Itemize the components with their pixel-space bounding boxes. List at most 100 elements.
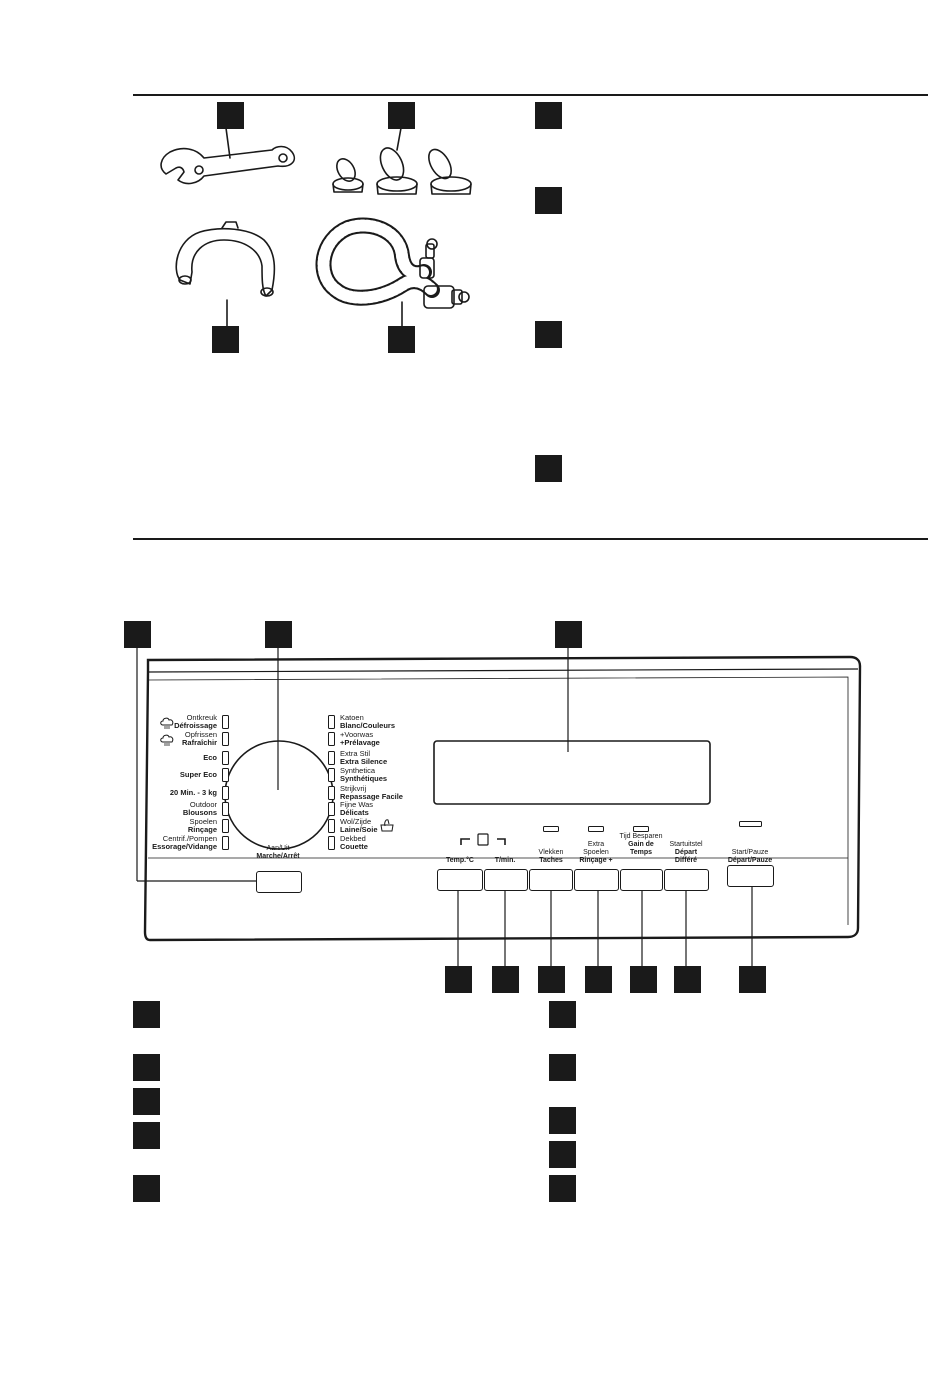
stains-label-fr: Taches bbox=[539, 857, 563, 864]
callout-box-spin bbox=[492, 966, 519, 993]
legend-box-a1 bbox=[133, 1001, 160, 1028]
program-led-right bbox=[328, 786, 335, 800]
program-name-fr: Laine/Soie bbox=[340, 825, 378, 834]
program-name-fr: Rinçage bbox=[187, 825, 217, 834]
delay-start-label-fr: Départ Différé bbox=[674, 849, 698, 864]
callout-box-delay-start bbox=[674, 966, 701, 993]
power-label: Aan/Uit Marche/Arrêt bbox=[238, 845, 318, 861]
legend-box-a3 bbox=[133, 1088, 160, 1115]
legend-box-3 bbox=[535, 321, 562, 348]
program-led-right bbox=[328, 819, 335, 833]
program-led-left bbox=[222, 819, 229, 833]
middle-rule bbox=[133, 538, 928, 540]
program-led-right bbox=[328, 751, 335, 765]
legend-box-b2 bbox=[549, 1054, 576, 1081]
legend-box-b3 bbox=[549, 1107, 576, 1134]
program-led-left bbox=[222, 732, 229, 746]
display-screen bbox=[434, 741, 710, 804]
program-led-left bbox=[222, 715, 229, 729]
extra-rinse-button[interactable] bbox=[574, 869, 619, 891]
program-name-fr: +Prélavage bbox=[340, 738, 380, 747]
program-label-right: +Voorwas+Prélavage bbox=[340, 731, 420, 747]
power-button[interactable] bbox=[256, 871, 302, 893]
program-name-nl: +Voorwas bbox=[340, 730, 374, 739]
stains-label-nl: Vlekken bbox=[538, 849, 564, 856]
program-name-fr: Super Eco bbox=[179, 770, 217, 779]
callout-box-time-save bbox=[630, 966, 657, 993]
program-name-fr: Repassage Facile bbox=[340, 792, 403, 801]
callout-box-extra-rinse bbox=[585, 966, 612, 993]
accessories-illustration bbox=[160, 127, 472, 329]
program-led-right bbox=[328, 802, 335, 816]
time-save-label-fr: Gain de Temps bbox=[628, 841, 654, 856]
callout-box-temp bbox=[445, 966, 472, 993]
legend-box-b5 bbox=[549, 1175, 576, 1202]
stains-button[interactable] bbox=[529, 869, 573, 891]
transport-caps-icon bbox=[332, 127, 472, 195]
program-name-nl: Spoelen bbox=[189, 817, 217, 826]
callout-box-caps bbox=[388, 102, 415, 129]
temp-label: Temp.°C bbox=[430, 857, 490, 865]
stains-led bbox=[543, 826, 559, 832]
time-save-button[interactable] bbox=[620, 869, 663, 891]
legend-box-b1 bbox=[549, 1001, 576, 1028]
spin-label: T/min. bbox=[475, 857, 535, 865]
program-name-nl: Opfrissen bbox=[184, 730, 217, 739]
program-name-nl: Katoen bbox=[340, 713, 364, 722]
delay-start-button[interactable] bbox=[664, 869, 709, 891]
program-led-right bbox=[328, 715, 335, 729]
time-save-led bbox=[633, 826, 649, 832]
callout-box-display bbox=[555, 621, 582, 648]
program-name-nl: Dekbed bbox=[340, 834, 366, 843]
program-name-nl: Outdoor bbox=[189, 800, 217, 809]
program-label-left: Super Eco bbox=[140, 771, 217, 779]
program-name-fr: 20 Min. - 3 kg bbox=[169, 788, 217, 797]
program-label-left: 20 Min. - 3 kg bbox=[140, 789, 217, 797]
spin-button[interactable] bbox=[484, 869, 528, 891]
hand-wash-icon bbox=[380, 818, 394, 837]
program-name-nl: Fijne Was bbox=[340, 800, 374, 809]
temp-label-fr: Temp.°C bbox=[446, 857, 474, 864]
program-name-nl: Strijkvrij bbox=[340, 784, 367, 793]
program-name-nl: Ontkreuk bbox=[186, 713, 217, 722]
extra-rinse-label-fr: Rinçage + bbox=[579, 857, 613, 864]
extra-rinse-label-nl: Extra Spoelen bbox=[583, 841, 609, 856]
program-led-right bbox=[328, 836, 335, 850]
start-pause-button[interactable] bbox=[727, 865, 774, 887]
callout-box-start-pause bbox=[739, 966, 766, 993]
callout-box-hose-guide bbox=[212, 326, 239, 353]
legend-box-1 bbox=[535, 102, 562, 129]
legend-box-a2 bbox=[133, 1054, 160, 1081]
program-led-left bbox=[222, 836, 229, 850]
top-rule bbox=[133, 94, 928, 96]
temp-button[interactable] bbox=[437, 869, 483, 891]
program-name-fr: Essorage/Vidange bbox=[152, 842, 217, 851]
program-name-fr: Blousons bbox=[182, 808, 217, 817]
steam-cloud-icon bbox=[160, 733, 174, 751]
program-name-fr: Défroissage bbox=[174, 721, 217, 730]
legend-box-4 bbox=[535, 455, 562, 482]
program-name-nl: Centrif./Pompen bbox=[162, 834, 217, 843]
callout-box-dial bbox=[265, 621, 292, 648]
spanner-icon bbox=[160, 127, 296, 185]
program-name-fr: Rafraîchir bbox=[181, 738, 217, 747]
program-dial[interactable] bbox=[225, 741, 333, 849]
program-led-right bbox=[328, 768, 335, 782]
spin-label-fr: T/min. bbox=[494, 857, 516, 864]
start-pause-label-nl: Start/Pauze bbox=[731, 849, 769, 856]
hose-guide-icon bbox=[175, 221, 276, 329]
program-led-left bbox=[222, 768, 229, 782]
power-label-nl: Aan/Uit bbox=[266, 845, 290, 852]
program-name-nl: Extra Stil bbox=[340, 749, 371, 758]
